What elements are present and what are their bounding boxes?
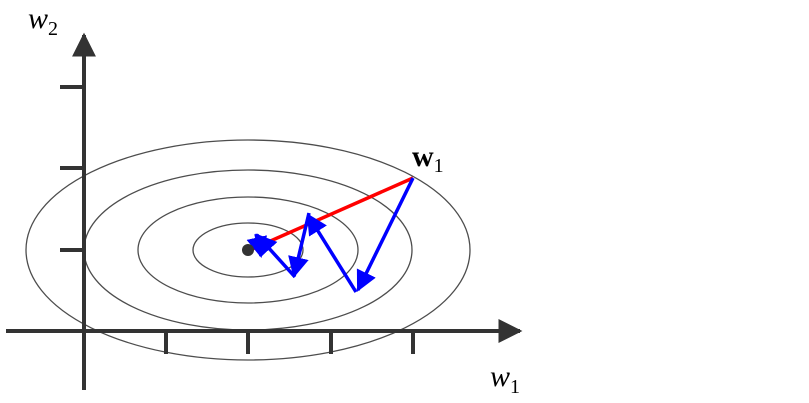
descent-step-4 — [255, 233, 297, 279]
contour-inner — [192, 222, 304, 278]
contour-outer — [25, 139, 471, 361]
descent-path — [246, 177, 415, 293]
y-axis-label: w2 — [28, 2, 58, 40]
start-point-label: w1 — [412, 140, 444, 177]
descent-step-3 — [288, 212, 311, 279]
descent-step-2 — [306, 213, 358, 293]
y-axis-ticks — [60, 85, 84, 252]
x-axis-label: w1 — [490, 360, 520, 398]
x-axis-ticks — [164, 331, 415, 354]
minimum-point — [242, 244, 254, 256]
descent-step-5 — [246, 233, 268, 259]
descent-step-1 — [356, 177, 415, 292]
axes — [6, 32, 523, 390]
contour-second — [137, 196, 359, 304]
direct-path-line — [249, 176, 414, 252]
